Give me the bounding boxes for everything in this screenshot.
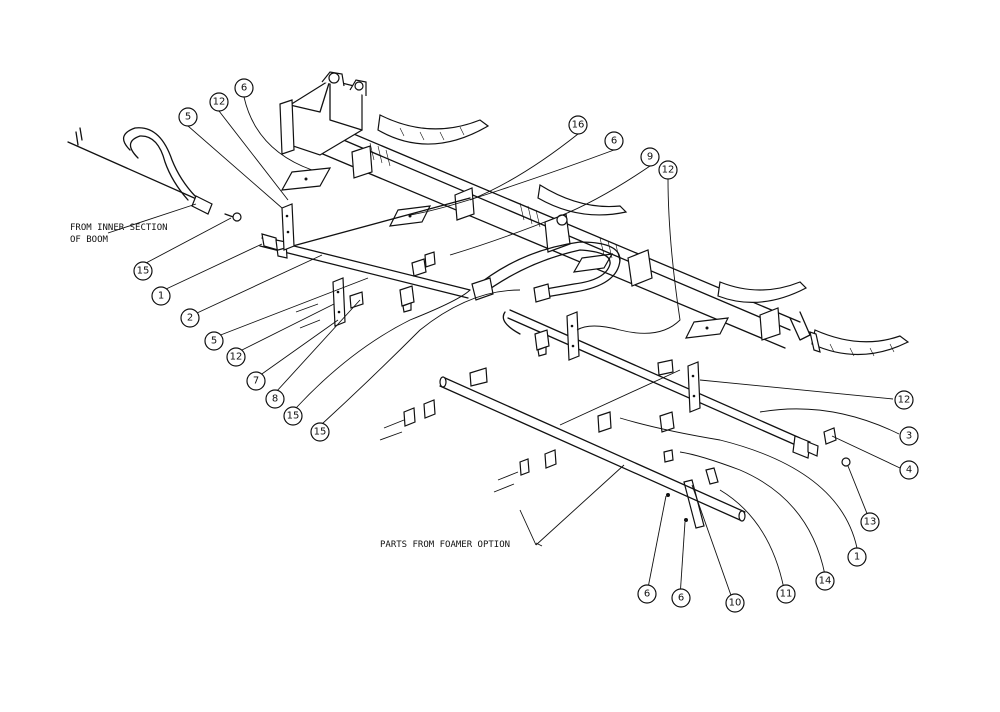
callout-balloon: 15: [310, 422, 330, 442]
callout-balloon: 13: [860, 512, 880, 532]
small-clamps: [295, 291, 851, 529]
note-foamer-option: PARTS FROM FOAMER OPTION: [380, 540, 510, 550]
svg-text:7: 7: [253, 376, 259, 387]
leader-lines: [107, 96, 901, 602]
callout-balloon: 2: [180, 308, 200, 328]
note-inner-section-line1: FROM INNER SECTION: [70, 223, 168, 233]
callout-balloon: 6: [671, 588, 691, 608]
callout-balloon: 5: [178, 107, 198, 127]
svg-text:9: 9: [647, 152, 653, 163]
svg-text:12: 12: [213, 97, 226, 108]
callout-balloon: 16: [568, 115, 588, 135]
svg-text:2: 2: [187, 313, 193, 324]
callout-balloon: 12: [226, 347, 246, 367]
svg-text:1: 1: [158, 291, 164, 302]
svg-text:1: 1: [854, 552, 860, 563]
svg-text:6: 6: [241, 83, 247, 94]
svg-text:6: 6: [644, 589, 650, 600]
callout-balloon: 12: [209, 92, 229, 112]
callout-balloon: 6: [637, 584, 657, 604]
callout-balloon: 3: [899, 426, 919, 446]
nozzle-bodies: [399, 251, 675, 433]
svg-text:8: 8: [272, 394, 278, 405]
svg-text:13: 13: [864, 517, 877, 528]
svg-text:3: 3: [906, 431, 912, 442]
main-manifold: [259, 233, 819, 459]
callout-balloon: 7: [246, 371, 266, 391]
callout-balloon: 11: [776, 584, 796, 604]
callout-balloon: 15: [133, 261, 153, 281]
callout-balloon: 1: [847, 547, 867, 567]
callout-balloon: 9: [640, 147, 660, 167]
callout-balloon: 12: [894, 390, 914, 410]
note-inner-section-line2: OF BOOM: [70, 235, 109, 245]
callout-balloon: 4: [899, 460, 919, 480]
foamer-pipe: [439, 369, 746, 522]
callout-balloon: 10: [725, 593, 745, 613]
mount-plates: [280, 167, 730, 339]
mount-brackets: [281, 203, 701, 413]
tube-clamps: [351, 145, 781, 341]
curved-ribs: [377, 114, 910, 357]
svg-text:11: 11: [780, 589, 793, 600]
svg-text:10: 10: [729, 598, 742, 609]
svg-text:15: 15: [137, 266, 150, 277]
callout-balloon: 15: [283, 406, 303, 426]
svg-text:15: 15: [314, 427, 327, 438]
svg-text:4: 4: [906, 465, 912, 476]
callout-balloon: 1: [151, 286, 171, 306]
callout-balloon: 12: [658, 160, 678, 180]
inlet-hose: [67, 127, 242, 222]
svg-text:15: 15: [287, 411, 300, 422]
callout-balloon: 6: [604, 131, 624, 151]
callout-balloon: 14: [815, 571, 835, 591]
svg-text:5: 5: [211, 336, 217, 347]
svg-text:6: 6: [611, 136, 617, 147]
callout-balloon: 6: [234, 78, 254, 98]
svg-text:5: 5: [185, 112, 191, 123]
svg-text:12: 12: [230, 352, 243, 363]
svg-text:12: 12: [662, 165, 675, 176]
svg-text:6: 6: [678, 593, 684, 604]
svg-text:16: 16: [572, 120, 585, 131]
branch-pipe: [277, 197, 621, 303]
callout-balloon: 8: [265, 389, 285, 409]
svg-text:12: 12: [898, 395, 911, 406]
callout-balloon: 5: [204, 331, 224, 351]
svg-text:14: 14: [819, 576, 832, 587]
pivot-bracket: [279, 71, 367, 156]
